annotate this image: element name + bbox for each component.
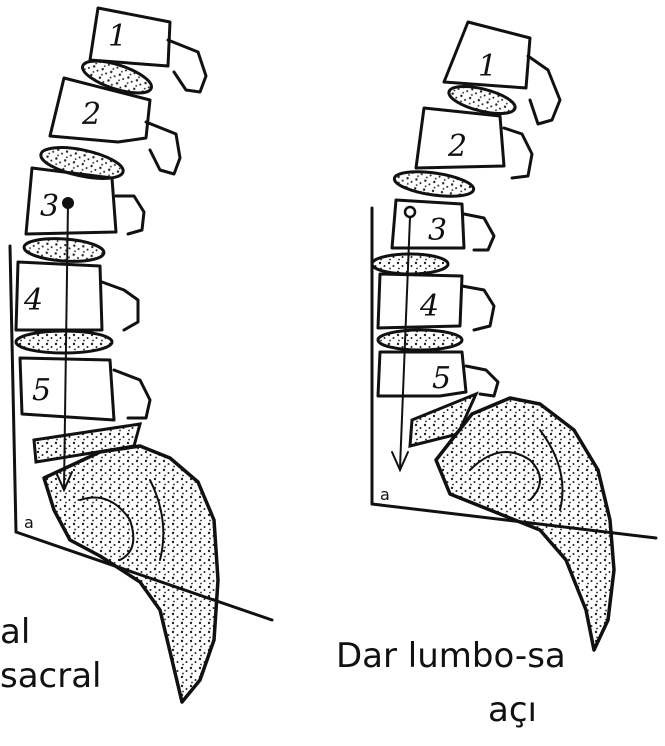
right-disc-3 — [372, 254, 448, 274]
right-label-4: 4 — [419, 289, 439, 324]
right-caption-line1: Dar lumbo-sa — [336, 636, 566, 676]
left-vertical-axis — [10, 246, 16, 532]
left-disc-4 — [16, 331, 112, 353]
right-label-5: 5 — [432, 361, 451, 396]
left-label-5: 5 — [32, 373, 51, 408]
left-label-3: 3 — [40, 189, 59, 224]
left-label-1: 1 — [108, 19, 127, 54]
right-angle-mark: a — [380, 485, 390, 504]
right-gravity-point — [405, 207, 415, 217]
left-angle-mark: a — [24, 513, 34, 532]
right-disc-4 — [378, 330, 462, 350]
right-disc-2 — [393, 168, 475, 201]
left-disc-3 — [23, 236, 104, 264]
right-label-2: 2 — [447, 129, 467, 164]
right-sacrum — [436, 398, 614, 650]
left-caption-line2: sacral — [0, 656, 102, 696]
right-spine-figure: a 1 2 3 4 5 — [372, 22, 656, 650]
left-caption-line1: al — [0, 612, 30, 652]
right-label-3: 3 — [428, 213, 447, 248]
left-spine-figure: a 1 2 3 4 5 — [10, 8, 272, 702]
left-label-2: 2 — [81, 97, 101, 132]
right-label-1: 1 — [478, 49, 497, 84]
left-label-4: 4 — [23, 283, 43, 318]
right-caption-line2: açı — [488, 690, 537, 730]
right-vertebra-2 — [416, 108, 532, 178]
